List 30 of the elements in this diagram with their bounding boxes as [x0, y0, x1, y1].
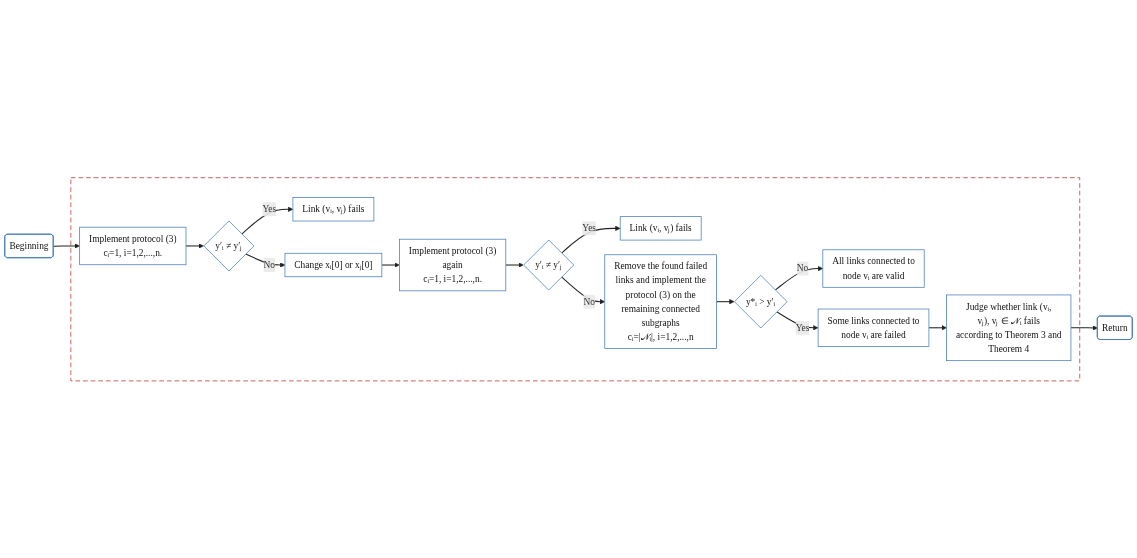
edge-label: No — [583, 296, 595, 307]
edge-label: Yes — [795, 322, 810, 333]
node-diamond: y*ᵢ > y′ᵢ — [734, 274, 788, 329]
node-box: All links connected to node vᵢ are valid — [822, 249, 925, 288]
node-diamond: y′ᵢ ≠ y′ⱼ — [203, 220, 255, 272]
node-box: Link (vᵢ, vⱼ) fails — [292, 196, 375, 222]
node-box: Link (vᵢ, vⱼ) fails — [619, 215, 702, 241]
node-diamond: y′ᵢ ≠ y′ⱼ — [523, 239, 575, 291]
node-box: Implement protocol (3) again cᵢ=1, i=1,2,...,n. — [399, 238, 507, 291]
node-box: Remove the found failed links and implement the protocol (3) on the remaining connected subgraphs cᵢ=|𝒩ᵢ|, i=1,2,...,n — [604, 254, 717, 349]
arrow — [185, 243, 204, 249]
node-box: Change xᵢ[0] or xⱼ[0] — [284, 252, 383, 277]
arrow — [1070, 325, 1098, 331]
cluster — [70, 176, 1081, 382]
node-box: Implement protocol (3) cᵢ=1, i=1,2,...,n. — [79, 226, 187, 265]
arrow — [241, 206, 294, 235]
edge-label: Yes — [262, 203, 277, 214]
edge-label: No — [263, 259, 276, 270]
arrow — [245, 253, 286, 268]
arrow — [505, 262, 524, 268]
arrow — [774, 265, 824, 291]
arrow — [53, 243, 80, 249]
node-box: Some links connected to node vᵢ are failed — [817, 308, 930, 347]
arrow — [716, 298, 735, 304]
arrow — [928, 324, 947, 331]
edge-label: No — [796, 262, 809, 273]
arrow — [561, 225, 621, 254]
arrow — [381, 262, 400, 268]
edge-label: Yes — [582, 222, 596, 233]
node-box: Judge whether link (vᵢ, vⱼ), vⱼ ∈ 𝒩ᵢ fails according to Theorem 3 and Theorem 4 — [946, 294, 1072, 361]
